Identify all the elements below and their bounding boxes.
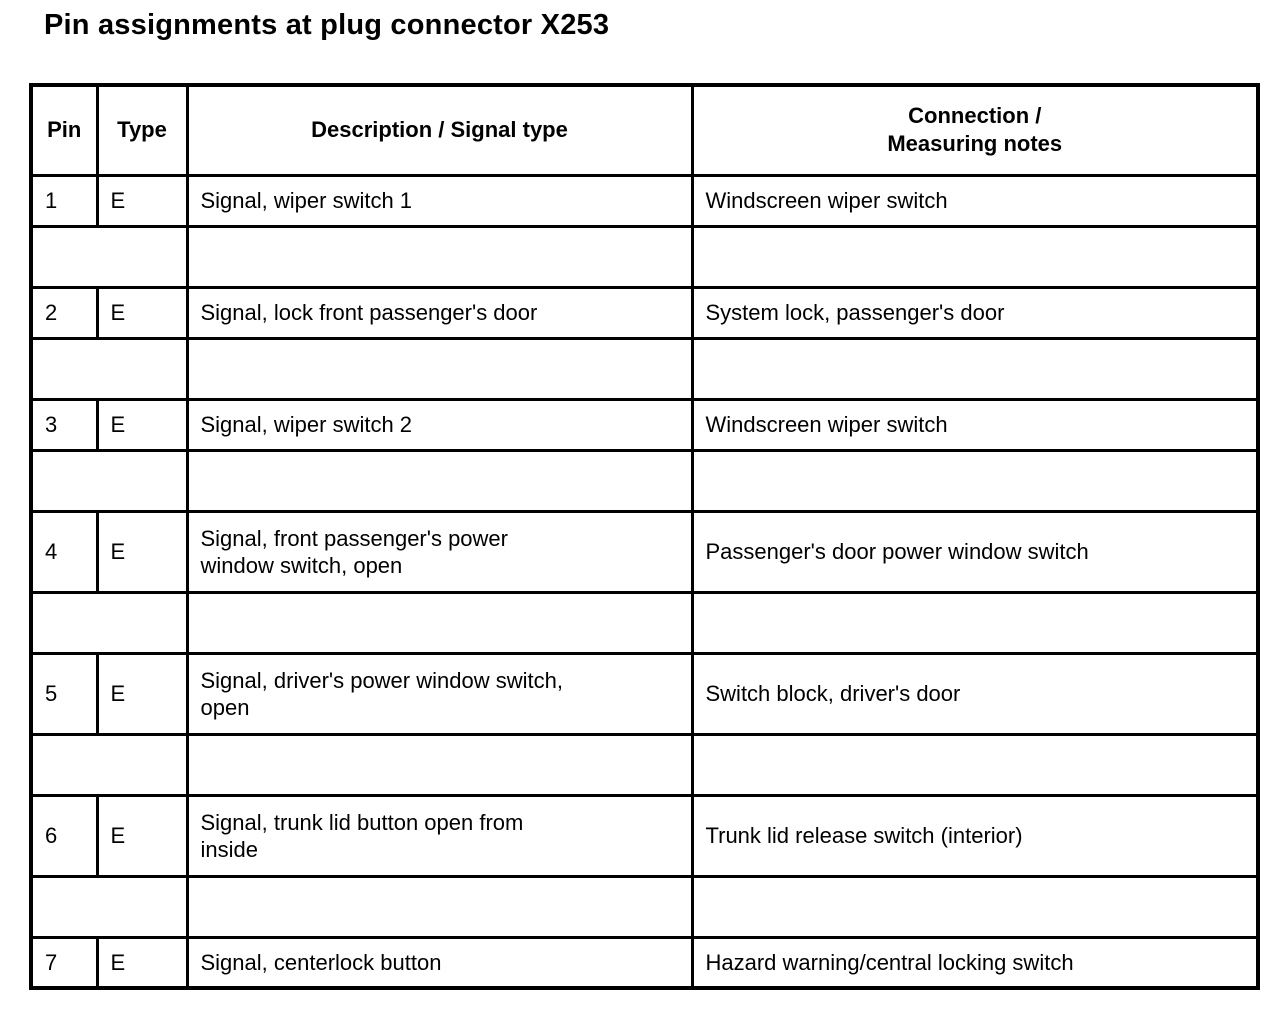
connection-cell: Hazard warning/central locking switch: [690, 935, 1260, 990]
table-row-pin-5: 5 E Signal, driver's power window switch…: [29, 651, 1260, 736]
pin-cell: 2: [29, 285, 99, 340]
type-cell: E: [95, 651, 189, 736]
description-cell: Signal, front passenger's power window s…: [185, 509, 694, 594]
description-cell: Signal, trunk lid button open from insid…: [185, 793, 694, 878]
table-row-pin-1: 1 E Signal, wiper switch 1 Windscreen wi…: [29, 173, 1260, 228]
spacer-connection-cell: [690, 336, 1260, 401]
pin-cell: 1: [29, 173, 99, 228]
spacer-connection-cell: [690, 732, 1260, 797]
type-cell: E: [95, 935, 189, 990]
column-header-description: Description / Signal type: [185, 83, 694, 177]
table-header-row: Pin Type Description / Signal type Conne…: [29, 83, 1260, 177]
spacer-description-cell: [185, 590, 694, 655]
connection-cell: Windscreen wiper switch: [690, 173, 1260, 228]
spacer-description-cell: [185, 336, 694, 401]
connection-cell: Switch block, driver's door: [690, 651, 1260, 736]
description-cell: Signal, driver's power window switch, op…: [185, 651, 694, 736]
column-header-connection: Connection / Measuring notes: [690, 83, 1260, 177]
page-title: Pin assignments at plug connector X253: [44, 9, 610, 41]
spacer-pin-type-cell: [29, 590, 189, 655]
table-row-pin-2: 2 E Signal, lock front passenger's door …: [29, 285, 1260, 340]
table-spacer-row: [29, 732, 1260, 797]
table-row-pin-7: 7 E Signal, centerlock button Hazard war…: [29, 935, 1260, 990]
pin-cell: 6: [29, 793, 99, 878]
spacer-pin-type-cell: [29, 224, 189, 289]
column-header-pin: Pin: [29, 83, 99, 177]
table-row-pin-3: 3 E Signal, wiper switch 2 Windscreen wi…: [29, 397, 1260, 452]
table-row-pin-4: 4 E Signal, front passenger's power wind…: [29, 509, 1260, 594]
description-cell: Signal, wiper switch 1: [185, 173, 694, 228]
spacer-description-cell: [185, 448, 694, 513]
description-cell: Signal, wiper switch 2: [185, 397, 694, 452]
table-spacer-row: [29, 874, 1260, 939]
pin-cell: 7: [29, 935, 99, 990]
type-cell: E: [95, 285, 189, 340]
pin-cell: 5: [29, 651, 99, 736]
spacer-connection-cell: [690, 874, 1260, 939]
connection-cell: Trunk lid release switch (interior): [690, 793, 1260, 878]
description-cell: Signal, lock front passenger's door: [185, 285, 694, 340]
spacer-connection-cell: [690, 448, 1260, 513]
connection-cell: Passenger's door power window switch: [690, 509, 1260, 594]
spacer-description-cell: [185, 224, 694, 289]
column-header-type: Type: [95, 83, 189, 177]
type-cell: E: [95, 397, 189, 452]
connection-cell: System lock, passenger's door: [690, 285, 1260, 340]
spacer-description-cell: [185, 874, 694, 939]
pin-cell: 4: [29, 509, 99, 594]
connection-cell: Windscreen wiper switch: [690, 397, 1260, 452]
spacer-pin-type-cell: [29, 336, 189, 401]
table-spacer-row: [29, 224, 1260, 289]
spacer-connection-cell: [690, 590, 1260, 655]
pin-assignment-table: Pin Type Description / Signal type Conne…: [29, 83, 1260, 990]
spacer-description-cell: [185, 732, 694, 797]
table-spacer-row: [29, 336, 1260, 401]
spacer-pin-type-cell: [29, 448, 189, 513]
pin-cell: 3: [29, 397, 99, 452]
spacer-pin-type-cell: [29, 732, 189, 797]
table-row-pin-6: 6 E Signal, trunk lid button open from i…: [29, 793, 1260, 878]
table-spacer-row: [29, 448, 1260, 513]
type-cell: E: [95, 793, 189, 878]
table-spacer-row: [29, 590, 1260, 655]
description-cell: Signal, centerlock button: [185, 935, 694, 990]
type-cell: E: [95, 173, 189, 228]
type-cell: E: [95, 509, 189, 594]
spacer-connection-cell: [690, 224, 1260, 289]
spacer-pin-type-cell: [29, 874, 189, 939]
